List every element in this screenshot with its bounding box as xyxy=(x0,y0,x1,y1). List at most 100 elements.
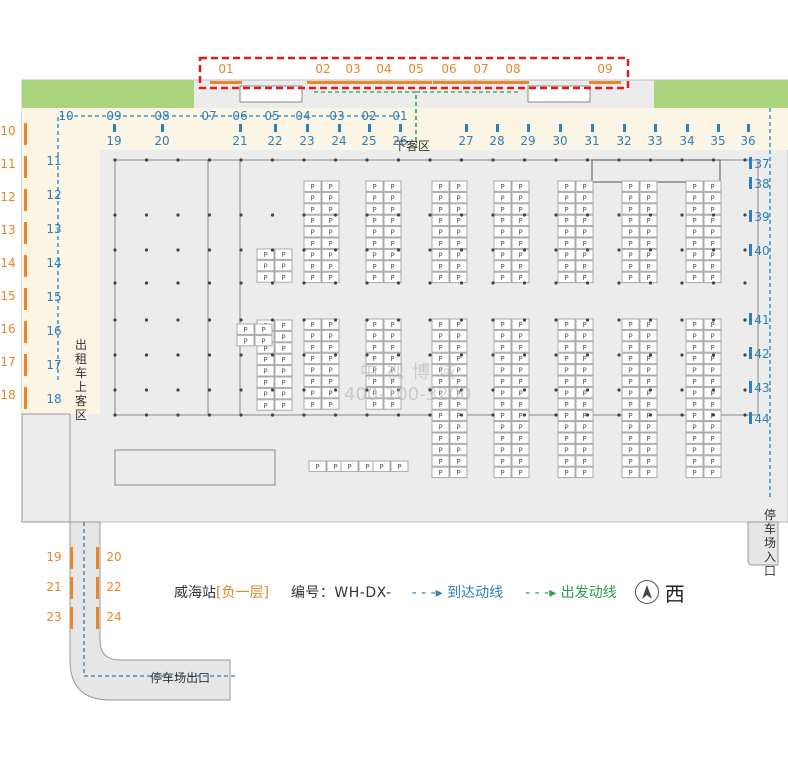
parking-spot: P xyxy=(511,203,530,215)
parking-spot: P xyxy=(365,364,384,376)
parking-spot-box xyxy=(321,318,340,330)
parking-spot: P xyxy=(274,387,293,400)
parking-spot-letter: P xyxy=(263,356,267,364)
ad-label-leftcol-16: 16 xyxy=(46,324,61,338)
structure-column xyxy=(428,353,432,357)
grass-right xyxy=(654,80,788,108)
parking-spot-box xyxy=(621,226,640,238)
parking-spot-letter: P xyxy=(310,355,314,363)
parking-spot: P xyxy=(303,318,322,330)
parking-spot-letter: P xyxy=(390,217,394,225)
structure-column xyxy=(522,353,527,357)
ad-label-row1-09: 09 xyxy=(106,109,121,123)
structure-column xyxy=(113,388,117,392)
parking-spot: P xyxy=(557,375,576,387)
structure-column xyxy=(428,248,432,252)
parking-spot-box xyxy=(365,271,384,284)
structure-column xyxy=(459,158,464,162)
parking-spot-box xyxy=(557,203,576,215)
parking-spot-letter: P xyxy=(438,206,442,214)
parking-spot-box xyxy=(685,318,704,330)
parking-spot-box xyxy=(365,226,384,238)
parking-spot-letter: P xyxy=(628,378,632,386)
parking-spot-box xyxy=(431,226,450,238)
parking-spot-letter: P xyxy=(310,401,314,409)
parking-spot-letter: P xyxy=(692,194,696,202)
parking-spot-letter: P xyxy=(328,367,332,375)
parking-spot-box xyxy=(383,318,402,330)
parking-spot: P xyxy=(383,398,402,410)
parking-spot: P xyxy=(639,318,658,330)
depart-line-legend: - - -▸ 出发动线 xyxy=(525,585,617,601)
parking-spot: P xyxy=(236,323,255,335)
parking-spot: P xyxy=(431,260,450,272)
parking-spot-letter: P xyxy=(564,332,568,340)
parking-spot: P xyxy=(493,421,512,433)
structure-column xyxy=(491,318,495,322)
parking-spot-box xyxy=(575,226,594,238)
ad-label-row2-19: 19 xyxy=(106,134,121,148)
parking-spot-letter: P xyxy=(456,194,460,202)
ad-marker-row2-34 xyxy=(686,124,689,132)
ad-marker-right-37 xyxy=(749,157,752,169)
parking-spot-box xyxy=(449,443,468,456)
structure-column xyxy=(428,213,432,217)
parking-spot-box xyxy=(575,386,594,399)
ad-label-row2-30: 30 xyxy=(552,134,567,148)
parking-spot-box xyxy=(685,364,704,376)
structure-column xyxy=(302,413,306,417)
parking-spot-letter: P xyxy=(328,332,332,340)
parking-spot-box xyxy=(685,443,704,456)
structure-column xyxy=(144,281,149,285)
parking-spot-box xyxy=(256,399,275,411)
parking-spot: P xyxy=(575,248,594,261)
parking-spot: P xyxy=(365,226,384,238)
structure-column xyxy=(302,158,306,162)
parking-spot-box xyxy=(365,318,384,330)
structure-column xyxy=(270,158,275,162)
parking-spot: P xyxy=(449,341,468,353)
parking-spot-box xyxy=(685,260,704,272)
parking-spot-box xyxy=(703,226,722,238)
parking-spot-box xyxy=(703,352,722,365)
parking-spot-box xyxy=(431,318,450,330)
parking-spot: P xyxy=(639,203,658,215)
parking-spot-letter: P xyxy=(564,458,568,466)
parking-spot: P xyxy=(621,375,640,387)
parking-spot-letter: P xyxy=(564,446,568,454)
parking-spot-letter: P xyxy=(582,251,586,259)
parking-spot: P xyxy=(685,318,704,330)
parking-spot: P xyxy=(431,409,450,422)
parking-spot-box xyxy=(685,237,704,249)
parking-spot: P xyxy=(639,375,658,387)
parking-spot-letter: P xyxy=(628,389,632,397)
parking-spot-letter: P xyxy=(582,344,586,352)
ad-label-top-06: 06 xyxy=(441,62,456,76)
parking-spot: P xyxy=(703,341,722,353)
parking-spot: P xyxy=(431,203,450,215)
ad-marker-row2-20 xyxy=(161,124,164,132)
parking-spot: P xyxy=(511,226,530,238)
parking-spot-box xyxy=(639,364,658,376)
parking-spot: P xyxy=(639,455,658,467)
structure-column xyxy=(176,353,180,357)
parking-spot: P xyxy=(575,421,594,433)
structure-column xyxy=(648,353,653,357)
parking-spot-box xyxy=(621,364,640,376)
taxi-zone xyxy=(22,108,100,414)
parking-spot-letter: P xyxy=(692,412,696,420)
parking-spot-letter: P xyxy=(390,274,394,282)
ad-label-top-03: 03 xyxy=(345,62,360,76)
parking-spot-letter: P xyxy=(582,378,586,386)
parking-spot-box xyxy=(639,455,658,467)
parking-spot-box xyxy=(493,226,512,238)
parking-spot: P xyxy=(383,364,402,376)
parking-spot-letter: P xyxy=(692,367,696,375)
parking-spot-letter: P xyxy=(372,251,376,259)
ad-label-leftcol-14: 14 xyxy=(46,256,61,270)
structure-column xyxy=(333,158,338,162)
parking-spot-box xyxy=(256,387,275,400)
parking-spot: P xyxy=(321,364,340,376)
parking-spot: P xyxy=(639,386,658,399)
parking-spot: P xyxy=(621,455,640,467)
